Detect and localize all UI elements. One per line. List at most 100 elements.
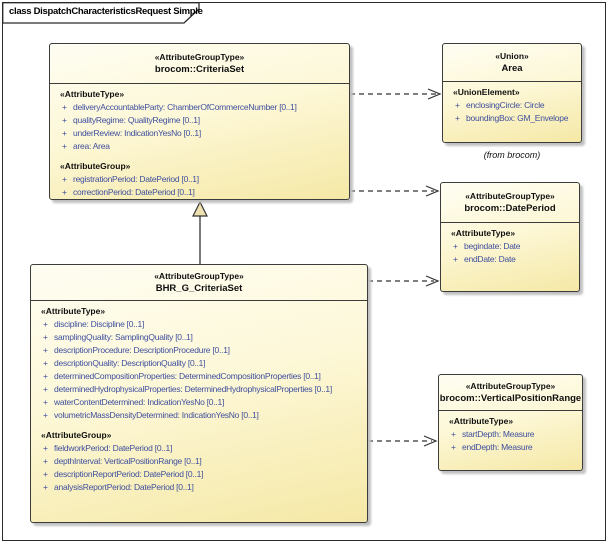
class-box-brocom-verticalpositionrange[interactable]: «AttributeGroupType» brocom::VerticalPos…	[438, 374, 583, 471]
stereotype-section-label: «AttributeType»	[60, 89, 125, 99]
class-header: «AttributeGroupType» brocom::DatePeriod	[441, 183, 579, 223]
attribute-row: + endDepth: Measure	[445, 441, 579, 454]
class-header: «Union» Area	[443, 44, 581, 82]
visibility-symbol: +	[43, 397, 48, 407]
attribute-row: + registrationPeriod: DatePeriod [0..1]	[56, 173, 346, 186]
visibility-symbol: +	[451, 442, 456, 452]
diagram-title-tab: class DispatchCharacteristicsRequest Sim…	[2, 2, 204, 25]
visibility-symbol: +	[62, 174, 67, 184]
class-box-area[interactable]: «Union» Area «UnionElement»+enclosingCir…	[442, 43, 582, 143]
attribute-row: + boundingBox: GM_Envelope	[449, 112, 578, 125]
class-attribute-compartment: «UnionElement» +enclosingCircle: Circle+ b…	[443, 82, 581, 125]
attribute-text: begindate: Date	[464, 241, 521, 251]
class-name: BHR_G_CriteriaSet	[155, 283, 243, 294]
visibility-symbol: +	[43, 482, 48, 492]
class-attribute-compartment: «AttributeType» + startDepth: Measure + endD…	[439, 411, 582, 454]
attribute-row: + begindate: Date	[447, 240, 576, 253]
class-header: «AttributeGroupType» brocom::VerticalPos…	[439, 375, 582, 411]
visibility-symbol: +	[43, 384, 48, 394]
attribute-text: analysisReportPeriod: DatePeriod [0..1]	[54, 482, 194, 492]
attribute-text: underReview: IndicationYesNo [0..1]	[73, 128, 201, 138]
visibility-symbol: +	[43, 410, 48, 420]
attribute-row: +correctionPeriod: DatePeriod [0..1]	[56, 186, 346, 199]
class-attribute-compartment: «AttributeType» + begindate: Date + endDate:…	[441, 223, 579, 266]
attribute-row: +samplingQuality: SamplingQuality [0..1]	[37, 331, 364, 344]
class-stereotype: «AttributeGroupType»	[465, 191, 555, 201]
title-tab-shape	[2, 2, 200, 24]
attribute-text: waterContentDetermined: IndicationYesNo …	[54, 397, 225, 407]
attribute-text: depthInterval: VerticalPositionRange [0.…	[54, 456, 202, 466]
attribute-text: area: Area	[73, 141, 110, 151]
stereotype-section-label: «AttributeGroup»	[41, 430, 112, 440]
attribute-row: + startDepth: Measure	[445, 428, 579, 441]
attribute-text: determinedCompositionProperties: Determi…	[54, 371, 321, 381]
visibility-symbol: +	[43, 443, 48, 453]
attribute-row: + determinedHydrophysicalProperties: Dete…	[37, 383, 364, 396]
from-package-note: (from brocom)	[483, 150, 541, 160]
visibility-symbol: +	[43, 358, 48, 368]
class-attribute-compartment: «AttributeType»+deliveryAccountableParty…	[50, 84, 349, 199]
diagram-title: class DispatchCharacteristicsRequest Sim…	[9, 6, 203, 17]
attribute-text: registrationPeriod: DatePeriod [0..1]	[73, 174, 199, 184]
stereotype-section-label: «AttributeType»	[449, 416, 514, 426]
attribute-row: + determinedCompositionProperties: Determ…	[37, 370, 364, 383]
attribute-text: fieldworkPeriod: DatePeriod [0..1]	[54, 443, 173, 453]
class-name: brocom::VerticalPositionRange	[439, 393, 582, 404]
class-header: «AttributeGroupType» brocom::CriteriaSet	[50, 44, 349, 84]
attribute-row: +enclosingCircle: Circle	[449, 99, 578, 112]
attribute-text: endDate: Date	[464, 254, 516, 264]
class-stereotype: «Union»	[495, 51, 529, 61]
attribute-row: + descriptionReportPeriod: DatePeriod [0.…	[37, 468, 364, 481]
class-stereotype: «AttributeGroupType»	[465, 381, 556, 391]
visibility-symbol: +	[43, 345, 48, 355]
class-box-brocom-criteriaset[interactable]: «AttributeGroupType» brocom::CriteriaSet…	[49, 43, 350, 200]
attribute-row: +deliveryAccountableParty: ChamberOfComm…	[56, 101, 346, 114]
visibility-symbol: +	[453, 254, 458, 264]
class-box-bhr-g-criteriaset[interactable]: «AttributeGroupType» BHR_G_CriteriaSet «…	[30, 264, 368, 523]
stereotype-section-label: «AttributeType»	[451, 228, 516, 238]
attribute-text: descriptionQuality: DescriptionQuality […	[54, 358, 206, 368]
attribute-row: + analysisReportPeriod: DatePeriod [0..1]	[37, 481, 364, 494]
attribute-text: determinedHydrophysicalProperties: Deter…	[54, 384, 332, 394]
diagram-frame-border	[2, 2, 606, 541]
attribute-text: descriptionReportPeriod: DatePeriod [0..…	[54, 469, 204, 479]
class-header: «AttributeGroupType» BHR_G_CriteriaSet	[31, 265, 367, 301]
class-name: brocom::CriteriaSet	[154, 64, 245, 75]
visibility-symbol: +	[455, 113, 460, 123]
attribute-row: + area: Area	[56, 140, 346, 153]
visibility-symbol: +	[62, 141, 67, 151]
attribute-text: boundingBox: GM_Envelope	[466, 113, 569, 123]
visibility-symbol: +	[453, 241, 458, 251]
attribute-row: +qualityRegime: QualityRegime [0..1]	[56, 114, 346, 127]
attribute-text: endDepth: Measure	[462, 442, 533, 452]
class-stereotype: «AttributeGroupType»	[154, 52, 245, 62]
visibility-symbol: +	[62, 187, 67, 197]
attribute-text: descriptionProcedure: DescriptionProcedu…	[54, 345, 230, 355]
attribute-row: + descriptionProcedure: DescriptionProced…	[37, 344, 364, 357]
attribute-text: startDepth: Measure	[462, 429, 535, 439]
attribute-row: + endDate: Date	[447, 253, 576, 266]
class-box-brocom-dateperiod[interactable]: «AttributeGroupType» brocom::DatePeriod …	[440, 182, 580, 292]
class-name: Area	[501, 63, 523, 74]
visibility-symbol: +	[43, 319, 48, 329]
attribute-text: deliveryAccountableParty: ChamberOfComme…	[73, 102, 297, 112]
visibility-symbol: +	[62, 115, 67, 125]
attribute-text: discipline: Discipline [0..1]	[54, 319, 145, 329]
visibility-symbol: +	[43, 456, 48, 466]
visibility-symbol: +	[43, 469, 48, 479]
visibility-symbol: +	[451, 429, 456, 439]
attribute-row: + waterContentDetermined: IndicationYesNo…	[37, 396, 364, 409]
attribute-row: +volumetricMassDensityDetermined: Indica…	[37, 409, 364, 422]
stereotype-section-label: «AttributeType»	[41, 306, 106, 316]
attribute-text: enclosingCircle: Circle	[466, 100, 545, 110]
visibility-symbol: +	[43, 371, 48, 381]
attribute-row: + discipline: Discipline [0..1]	[37, 318, 364, 331]
attribute-text: samplingQuality: SamplingQuality [0..1]	[54, 332, 193, 342]
attribute-row: + depthInterval: VerticalPositionRange [0…	[37, 455, 364, 468]
attribute-row: +underReview: IndicationYesNo [0..1]	[56, 127, 346, 140]
attribute-row: + fieldworkPeriod: DatePeriod [0..1]	[37, 442, 364, 455]
stereotype-section-label: «UnionElement»	[453, 87, 520, 97]
attribute-row: + descriptionQuality: DescriptionQuality …	[37, 357, 364, 370]
class-stereotype: «AttributeGroupType»	[154, 271, 244, 281]
